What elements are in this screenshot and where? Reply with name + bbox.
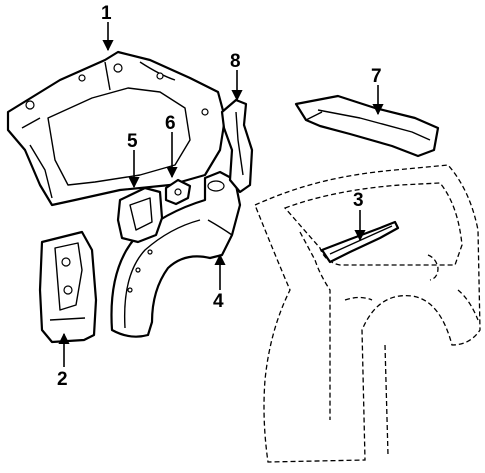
callout-2: 2	[57, 369, 68, 390]
callout-6: 6	[165, 113, 176, 134]
callout-1: 1	[101, 3, 112, 24]
callout-4: 4	[213, 291, 224, 312]
part-2-pillar	[38, 230, 98, 344]
part-4-wheelhouse	[110, 170, 242, 338]
part-1-quarter-inner-panel	[6, 50, 227, 207]
callout-7: 7	[371, 66, 382, 87]
part-7-roof-rail	[294, 94, 440, 158]
vehicle-body-outline	[254, 164, 481, 463]
part-8-lock-pillar	[220, 98, 254, 194]
part-5-bracket	[116, 186, 164, 244]
leader-lines	[58, 22, 384, 367]
callout-8: 8	[230, 51, 241, 72]
callout-labels: 1 2 3 4 5 6 7 8	[57, 3, 382, 390]
callout-3: 3	[353, 190, 364, 211]
part-6-small-bracket	[164, 178, 192, 206]
callout-5: 5	[127, 131, 138, 152]
